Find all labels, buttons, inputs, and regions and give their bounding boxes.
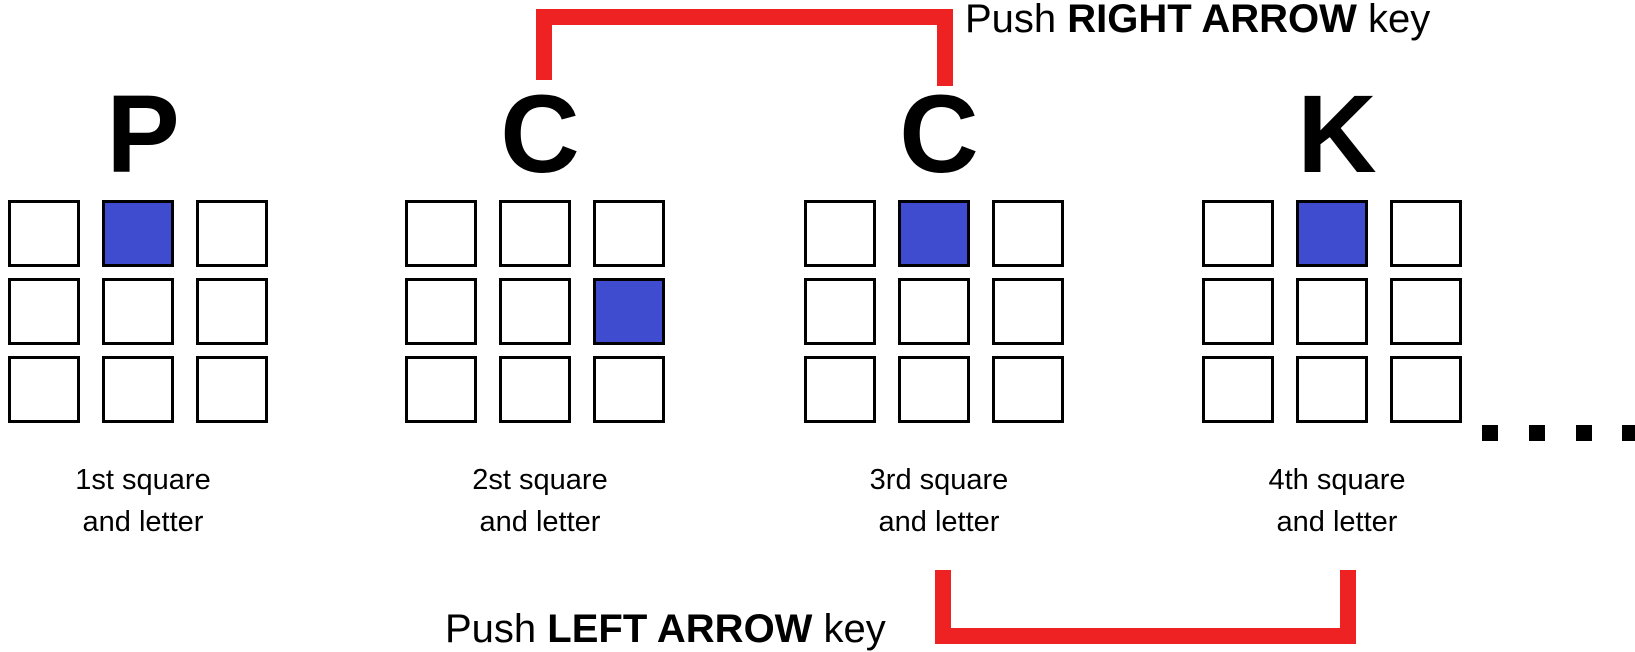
group-caption: 4th square and letter: [1202, 459, 1472, 543]
grid-cell-r1-c3: [593, 200, 665, 267]
group-letter: P: [106, 73, 180, 196]
grid-cell-r1-c2: [499, 200, 571, 267]
grid-cell-r2-c3: [196, 278, 268, 345]
caption-line-1: 2st square: [472, 464, 608, 496]
grid-cell-r2-c3: [593, 278, 665, 345]
grid-cell-r2-c3: [1390, 278, 1462, 345]
grid-cell-r3-c1: [405, 356, 477, 423]
grid-cell-r1-c2: [102, 200, 174, 267]
grid-cell-r2-c1: [8, 278, 80, 345]
dot: [1576, 425, 1592, 441]
grid-cell-r2-c2: [499, 278, 571, 345]
caption-line-2: and letter: [878, 506, 1000, 538]
caption-line-2: and letter: [479, 506, 601, 538]
grid-cell-r3-c3: [992, 356, 1064, 423]
push-right-key: RIGHT ARROW: [1067, 0, 1357, 41]
grid-cell-r3-c3: [593, 356, 665, 423]
group-caption: 2st square and letter: [405, 459, 675, 543]
push-right-label: Push RIGHT ARROW key: [965, 0, 1430, 41]
grid-cell-r3-c2: [499, 356, 571, 423]
grid-cell-r2-c1: [804, 278, 876, 345]
dot: [1622, 425, 1635, 441]
grid-cell-r1-c3: [1390, 200, 1462, 267]
square-grid: [1202, 200, 1472, 430]
grid-cell-r1-c1: [804, 200, 876, 267]
dot: [1529, 425, 1545, 441]
group-caption: 3rd square and letter: [804, 459, 1074, 543]
grid-cell-r2-c2: [898, 278, 970, 345]
grid-cell-r1-c1: [8, 200, 80, 267]
grid-cell-r2-c2: [1296, 278, 1368, 345]
square-grid: [405, 200, 675, 430]
grid-cell-r3-c1: [8, 356, 80, 423]
caption-line-1: 3rd square: [869, 464, 1009, 496]
grid-cell-r3-c3: [196, 356, 268, 423]
group-letter: K: [1297, 73, 1377, 196]
push-left-prefix: Push: [445, 607, 548, 651]
grid-cell-r2-c1: [405, 278, 477, 345]
group-letter: C: [899, 73, 979, 196]
grid-cell-r2-c1: [1202, 278, 1274, 345]
grid-cell-r3-c2: [898, 356, 970, 423]
group-caption: 1st square and letter: [8, 459, 278, 543]
square-grid: [8, 200, 278, 430]
grid-cell-r3-c1: [1202, 356, 1274, 423]
grid-cell-r1-c2: [898, 200, 970, 267]
push-right-prefix: Push: [965, 0, 1068, 41]
right-arrow-bracket: [536, 9, 953, 86]
push-left-label: Push LEFT ARROW key: [445, 607, 886, 651]
push-left-suffix: key: [812, 607, 886, 651]
group-letter: C: [500, 73, 580, 196]
caption-line-2: and letter: [1276, 506, 1398, 538]
grid-cell-r3-c2: [1296, 356, 1368, 423]
square-grid: [804, 200, 1074, 430]
grid-cell-r3-c2: [102, 356, 174, 423]
push-right-suffix: key: [1356, 0, 1431, 41]
push-left-key: LEFT ARROW: [547, 607, 813, 651]
dot: [1482, 425, 1498, 441]
grid-cell-r1-c3: [196, 200, 268, 267]
grid-cell-r1-c3: [992, 200, 1064, 267]
caption-line-1: 1st square: [75, 464, 211, 496]
grid-cell-r1-c1: [1202, 200, 1274, 267]
grid-cell-r2-c2: [102, 278, 174, 345]
grid-cell-r2-c3: [992, 278, 1064, 345]
grid-cell-r3-c1: [804, 356, 876, 423]
caption-line-1: 4th square: [1268, 464, 1406, 496]
grid-cell-r1-c1: [405, 200, 477, 267]
left-arrow-bracket: [935, 570, 1356, 644]
grid-cell-r1-c2: [1296, 200, 1368, 267]
caption-line-2: and letter: [82, 506, 204, 538]
grid-cell-r3-c3: [1390, 356, 1462, 423]
